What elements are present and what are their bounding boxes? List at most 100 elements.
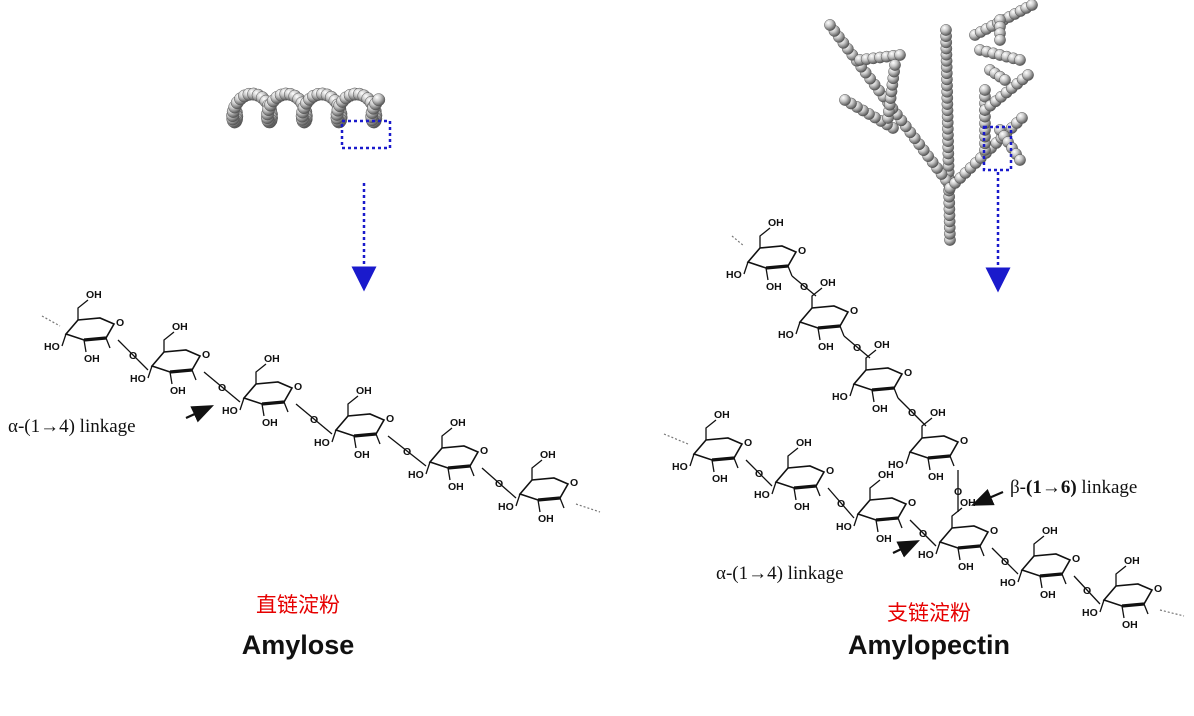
glucose-sphere [889,59,901,71]
glucose-sphere [994,34,1006,46]
substituent-bond [1099,565,1149,619]
ring-bold-bond [1039,572,1063,578]
ring-bond [150,349,202,373]
glycosidic-oxygen-label: O [837,498,845,510]
ring-oxygen-label: O [116,317,124,329]
glucose-sphere [839,94,851,106]
hydroxyl-label: OH [960,497,976,509]
hydroxyl-label: OH [820,277,836,289]
hydroxyl-label: OH [170,385,186,397]
glucose-sphere [894,49,906,61]
ring-bond [64,317,116,341]
hydroxyl-label: HO [832,391,848,403]
glycosidic-bond [909,519,937,547]
glycosidic-oxygen-label: O [800,281,808,293]
hydroxyl-label: OH [448,481,464,493]
chain-continuation [1159,609,1185,617]
hydroxyl-label: OH [818,341,834,353]
hydroxyl-label: OH [264,353,280,365]
hydroxyl-label: OH [262,417,278,429]
ring-bond [774,465,826,489]
ring-bond [518,477,570,501]
ring-bold-bond [711,456,735,462]
amylose-helix-model [226,87,386,129]
ring-oxygen-label: O [294,381,302,393]
chain-continuation [41,315,61,327]
chain-continuation [575,503,601,513]
ring-bond [334,413,386,437]
ring-bold-bond [871,386,895,392]
hydroxyl-label: OH [354,449,370,461]
ring-oxygen-label: O [570,477,578,489]
substituent-bond [331,395,381,449]
amylose-linkage-arrow [185,405,214,423]
glucose-sphere [1014,154,1026,166]
ring-bold-bond [353,432,377,438]
hydroxyl-label: OH [538,513,554,525]
beta-bold: (1→6) [1026,477,1077,498]
substituent-bond [515,459,565,513]
ring-bond [746,245,798,269]
ring-bond [856,497,908,521]
glycosidic-oxygen-label: O [919,528,927,540]
hydroxyl-label: OH [768,217,784,229]
hydroxyl-label: HO [754,489,770,501]
ring-bond [428,445,480,469]
glucose-sphere [824,19,836,31]
glycosidic-oxygen-label: O [310,414,318,426]
ring-oxygen-label: O [202,349,210,361]
ring-oxygen-label: O [904,367,912,379]
ring-oxygen-label: O [850,305,858,317]
glycosidic-oxygen-label: O [495,478,503,490]
ring-bold-bond [875,516,899,522]
glucose-unit: O OH HO OH [130,321,210,397]
glycosidic-oxygen-label: O [129,350,137,362]
substituent-bond [853,479,903,533]
glycosidic-bond [295,403,333,435]
glycosidic-bond [117,339,149,371]
ring-bond [1020,553,1072,577]
hydroxyl-label: OH [876,533,892,545]
hydroxyl-label: OH [714,409,730,421]
hydroxyl-label: OH [930,407,946,419]
ring-oxygen-label: O [1154,583,1162,595]
glycosidic-bond [481,467,517,499]
amylopectin-alpha-linkage-label: α-(1→4) linkage [716,563,844,584]
hydroxyl-label: OH [356,385,372,397]
hydroxyl-label: OH [86,289,102,301]
hydroxyl-label: HO [130,373,146,385]
amylopectin-branch-model [824,0,1038,246]
hydroxyl-label: OH [172,321,188,333]
hydroxyl-label: OH [1124,555,1140,567]
amylose-highlight-box [340,119,392,150]
ring-bold-bond [261,400,285,406]
ring-bold-bond [927,454,951,460]
hydroxyl-label: OH [1042,525,1058,537]
glycosidic-bond [203,371,241,403]
glycosidic-bond [991,547,1019,575]
chain-continuation [663,433,689,445]
hydroxyl-label: HO [408,469,424,481]
amylose-chinese-label: 直链淀粉 [256,593,340,617]
amylopectin-chinese-label: 支链淀粉 [887,601,971,625]
ring-oxygen-label: O [744,437,752,449]
hydroxyl-label: HO [314,437,330,449]
hydroxyl-label: OH [1122,619,1138,631]
ring-bold-bond [83,336,107,342]
ring-bond [798,305,850,329]
beta-suffix: linkage [1077,477,1138,498]
hydroxyl-label: HO [918,549,934,561]
hydroxyl-label: HO [1000,577,1016,589]
chain-continuation [731,235,745,247]
